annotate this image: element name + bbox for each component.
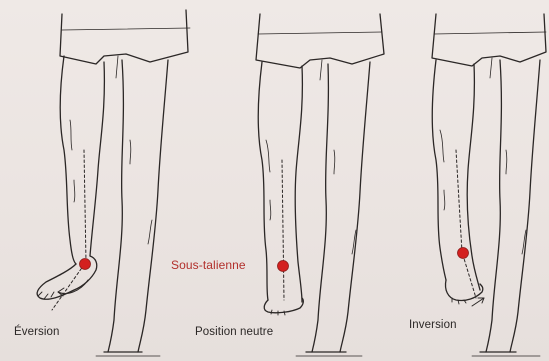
leg-figure-eversion <box>37 10 190 356</box>
shorts-left <box>60 10 188 64</box>
label-inversion: Inversion <box>409 319 457 331</box>
leg-outline-left-inverted <box>432 60 446 280</box>
subtalar-joint-marker-middle <box>278 261 289 272</box>
foot-inverted <box>445 280 482 301</box>
leg-outline-standing-middle <box>312 64 328 352</box>
shorts-right <box>432 14 546 66</box>
eversion-arrow <box>58 280 88 294</box>
leg-outline-left-everted <box>60 56 76 264</box>
axis-line-middle <box>282 160 284 300</box>
subtalar-joint-marker-right <box>458 248 469 259</box>
leg-figure-inversion <box>432 14 546 356</box>
axis-line-right <box>456 150 476 298</box>
shorts-middle <box>256 14 384 68</box>
leg-figure-neutral <box>256 14 384 356</box>
subtalar-joint-marker-left <box>80 259 91 270</box>
label-eversion: Éversion <box>14 326 60 338</box>
leg-outline-standing-left <box>108 60 123 352</box>
label-subtalar-joint: Sous-talienne <box>171 258 246 272</box>
leg-outline-left-neutral <box>258 62 268 300</box>
leg-outline-standing-right <box>486 60 501 352</box>
label-neutral-position: Position neutre <box>195 326 273 338</box>
